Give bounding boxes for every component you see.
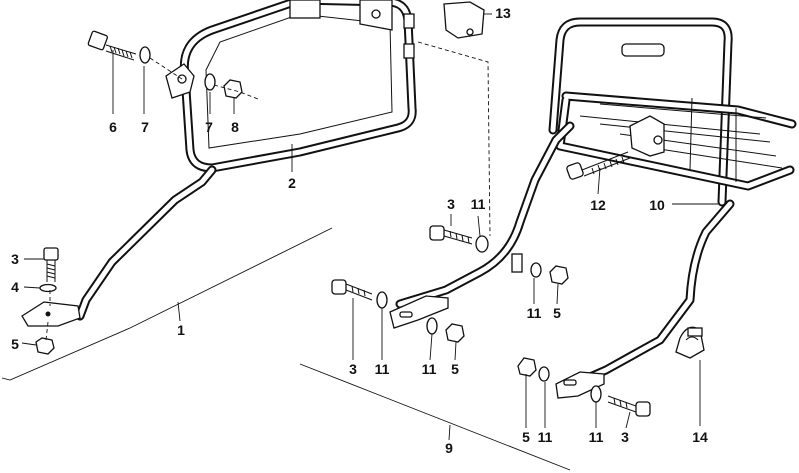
right-foot-plate-front bbox=[389, 295, 449, 329]
label-11: 11 bbox=[471, 196, 486, 212]
bolt-3-front bbox=[331, 279, 373, 301]
left-bag-frame bbox=[179, 0, 417, 173]
washer-11a bbox=[475, 235, 489, 253]
rear-rack-grid bbox=[555, 91, 797, 191]
label-7: 7 bbox=[141, 119, 149, 135]
left-carrier-arm bbox=[21, 165, 217, 327]
left-baseline bbox=[1, 227, 333, 381]
washer-11f bbox=[590, 385, 602, 403]
nut-8 bbox=[223, 79, 243, 99]
nut-5-side bbox=[549, 265, 569, 285]
part-labels: 6 7 7 8 2 3 4 5 1 3 11 3 11 11 5 11 5 5 … bbox=[11, 5, 708, 456]
washer-7b bbox=[204, 73, 216, 91]
washer-7a bbox=[139, 46, 151, 64]
label-4: 4 bbox=[11, 279, 19, 295]
label-10: 10 bbox=[649, 197, 665, 213]
label-9: 9 bbox=[445, 440, 453, 456]
nut-5-rear bbox=[517, 357, 537, 377]
label-11: 11 bbox=[375, 361, 390, 377]
label-3: 3 bbox=[621, 429, 629, 445]
label-13: 13 bbox=[495, 5, 511, 21]
handle-slot bbox=[621, 43, 665, 57]
label-3: 3 bbox=[447, 196, 455, 212]
label-3: 3 bbox=[349, 361, 357, 377]
label-7: 7 bbox=[205, 119, 213, 135]
alignment-guide bbox=[417, 41, 491, 237]
washer-11b bbox=[376, 291, 388, 309]
right-foot-plate-rear bbox=[555, 371, 605, 399]
nut-5-front bbox=[445, 323, 465, 343]
washer-11e bbox=[538, 366, 550, 382]
leader-lines bbox=[21, 13, 718, 441]
label-5: 5 bbox=[11, 336, 19, 352]
label-11: 11 bbox=[538, 429, 553, 445]
rack-clamp-bracket bbox=[629, 115, 665, 157]
right-carrier-assembly bbox=[331, 1, 797, 417]
washer-11c bbox=[426, 317, 438, 335]
label-8: 8 bbox=[231, 119, 239, 135]
frame-top-bracket bbox=[289, 0, 321, 19]
label-11: 11 bbox=[422, 361, 437, 377]
bolt-6 bbox=[87, 30, 137, 61]
bracket-13 bbox=[443, 1, 485, 39]
bolt-3-left bbox=[43, 247, 59, 282]
label-11: 11 bbox=[589, 429, 604, 445]
label-2: 2 bbox=[288, 175, 296, 191]
label-6: 6 bbox=[109, 119, 117, 135]
side-tab bbox=[511, 253, 523, 273]
label-12: 12 bbox=[590, 197, 606, 213]
label-5: 5 bbox=[451, 361, 459, 377]
right-baseline bbox=[299, 363, 571, 471]
nut-5-left bbox=[35, 337, 55, 355]
bolt-12 bbox=[566, 151, 631, 180]
left-foot-plate bbox=[21, 301, 81, 327]
label-1: 1 bbox=[177, 322, 185, 338]
bolt-3-rear bbox=[607, 395, 651, 417]
label-11: 11 bbox=[527, 305, 542, 321]
label-3: 3 bbox=[11, 251, 19, 267]
bolt-3-upper bbox=[429, 225, 473, 245]
left-frame-assembly bbox=[21, 0, 417, 355]
label-14: 14 bbox=[692, 429, 708, 445]
washer-11d bbox=[530, 262, 542, 278]
washer-4 bbox=[39, 283, 57, 293]
label-5: 5 bbox=[522, 429, 530, 445]
label-5: 5 bbox=[553, 305, 561, 321]
